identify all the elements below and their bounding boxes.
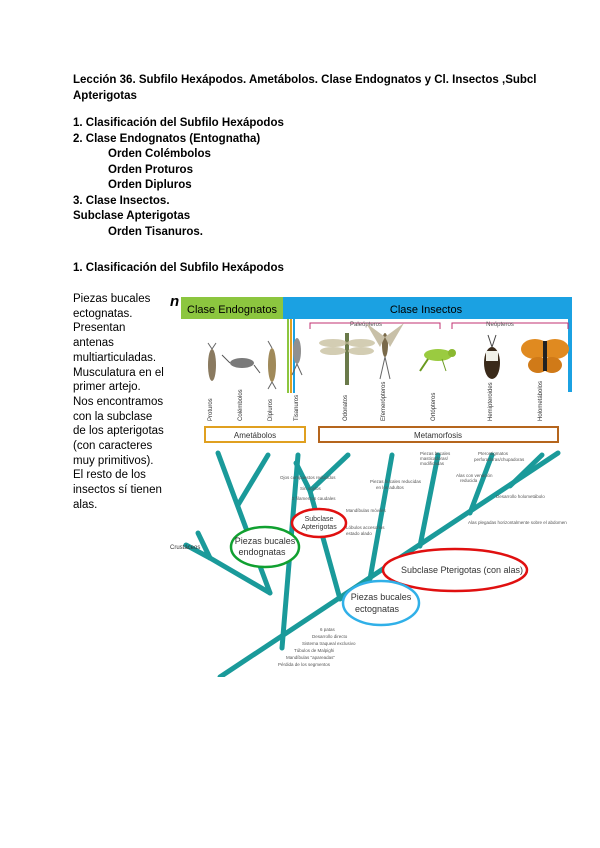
toc-item: 2. Clase Endognatos (Entognatha) — [73, 132, 261, 145]
lesson-title: Lección 36. Subfilo Hexápodos. Ametábolo… — [73, 74, 537, 102]
odonato-icon — [319, 333, 375, 385]
taxon-label: Proturos — [208, 398, 214, 421]
pterigotas-label: Subclase Pterigotas (con alas) — [401, 565, 523, 575]
ectognatas-ellipse — [341, 579, 421, 627]
text-line: (con caracteres — [73, 440, 153, 453]
svg-text:6 patas: 6 patas — [320, 627, 336, 632]
taxon-label: Efemerópteros — [381, 382, 387, 421]
pterigotas-ellipse — [381, 547, 529, 593]
ectognatas-label: Piezas bucales — [351, 592, 412, 602]
side-description: Piezas bucales ectognatas. Presentan ant… — [73, 292, 169, 513]
colembolo-icon — [221, 354, 261, 374]
proturo-icon — [207, 342, 217, 381]
svg-text:Sistema traqueal exclusivo: Sistema traqueal exclusivo — [302, 641, 356, 646]
taxon-label: Colémbolos — [238, 389, 244, 421]
svg-text:masticadoras/: masticadoras/ — [420, 456, 449, 461]
ortoptero-icon — [419, 349, 456, 372]
insectos-header-label: Clase Insectos — [390, 304, 463, 316]
svg-text:Alas con venación: Alas con venación — [456, 473, 493, 478]
toc-item: 3. Clase Insectos. — [73, 194, 170, 207]
svg-text:Mandíbulas "apareadas": Mandíbulas "apareadas" — [286, 655, 335, 660]
text-line: muy primitivos). — [73, 454, 154, 467]
svg-text:perforadoras/chupadoras: perforadoras/chupadoras — [474, 457, 525, 462]
insectos-header-bar — [283, 297, 572, 319]
svg-text:Desarrollo directo: Desarrollo directo — [312, 634, 348, 639]
endognatos-header-label: Clase Endognatos — [187, 304, 277, 316]
text-line: Nos encontramos — [73, 395, 164, 408]
svg-text:3 filamentos caudales: 3 filamentos caudales — [292, 496, 336, 501]
taxon-label: Tisanuros — [294, 395, 300, 421]
svg-text:Ojos compuestos reducidos: Ojos compuestos reducidos — [280, 475, 336, 480]
ectognatas-label: ectognatas — [355, 604, 400, 614]
endognatas-label: Piezas bucales — [235, 536, 296, 546]
taxon-label: Odonatos — [343, 395, 349, 421]
text-line: de los apterigotas — [73, 425, 164, 438]
apterigotas-label: Subclase — [305, 516, 334, 523]
endognatas-label: endognatas — [238, 547, 286, 557]
taxon-label: Hemipteroides — [488, 382, 494, 421]
svg-text:Túbulos de Malpighi: Túbulos de Malpighi — [294, 648, 334, 653]
svg-text:modificadas: modificadas — [420, 461, 445, 466]
crustaceos-label: Crustáceos — [170, 545, 200, 551]
insectos-side-bar — [568, 297, 572, 392]
metamorfosis-label: Metamorfosis — [414, 431, 462, 440]
text-line: El resto de los — [73, 469, 146, 482]
svg-text:Alas plegadas horizontalmente: Alas plegadas horizontalmente sobre el a… — [468, 520, 567, 525]
svg-text:Mandíbulas móviles: Mandíbulas móviles — [346, 508, 387, 513]
text-line: alas. — [73, 498, 98, 511]
apterigotas-label: Apterigotas — [301, 524, 337, 531]
svg-text:estado alado: estado alado — [346, 531, 372, 536]
toc-item: Orden Colémbolos — [108, 148, 211, 160]
svg-text:Piezas bucales: Piezas bucales — [420, 451, 451, 456]
toc-item: 1. Clasificación del Subfilo Hexápodos — [73, 117, 284, 129]
paleopteros-bracket — [309, 322, 441, 329]
text-line: insectos sí tienen — [73, 484, 162, 497]
svg-text:Desarrollo holometábolo: Desarrollo holometábolo — [496, 494, 545, 499]
ametabolos-label: Ametábolos — [234, 431, 276, 440]
hemipteroide-icon — [484, 334, 500, 379]
neopteros-bracket — [451, 322, 569, 329]
taxon-label: Dipluros — [268, 399, 274, 421]
paleopteros-label: Paleópteros — [350, 322, 382, 328]
svg-text:reducida: reducida — [460, 478, 478, 483]
svg-text:Pterostigmatos: Pterostigmatos — [478, 451, 509, 456]
taxon-label: Ortópteros — [431, 393, 437, 421]
text-line: antenas — [73, 337, 114, 350]
toc-item: Orden Proturos — [108, 163, 193, 176]
ametabolos-box — [204, 426, 306, 443]
toc-item: Subclase Apterigotas — [73, 210, 191, 222]
apterigotas-ellipse — [290, 507, 348, 539]
tisanuro-icon — [291, 338, 303, 376]
svg-text:Piezas bucales reducidas: Piezas bucales reducidas — [370, 479, 422, 484]
toc-item: Orden Dipluros — [108, 179, 192, 191]
phylogeny-diagram: n Clase Endognatos Clase Insectos Paleóp… — [170, 293, 572, 680]
text-line: ectognatas. — [73, 307, 133, 320]
dipluro-icon — [267, 340, 277, 390]
toc-item: Orden Tisanuros. — [108, 225, 204, 238]
text-line: Piezas bucales — [73, 293, 151, 305]
endognatos-header-bar — [181, 297, 283, 319]
text-line: Presentan — [73, 322, 126, 335]
text-line: con la subclase — [73, 410, 153, 423]
text-line: multiarticuladas. — [73, 351, 157, 364]
metamorfosis-box — [318, 426, 559, 443]
text-line: primer artejo. — [73, 381, 141, 394]
phylogeny-figure: n Clase Endognatos Clase Insectos Paleóp… — [170, 293, 572, 680]
taxon-label: Holometábolos — [538, 381, 544, 421]
holometabolo-icon — [521, 339, 569, 373]
svg-text:Pérdida de los segmentos: Pérdida de los segmentos — [278, 662, 331, 667]
efemeroptero-icon — [366, 323, 404, 380]
endognatas-ellipse — [229, 525, 301, 569]
neopteros-label: Neópteros — [486, 322, 514, 328]
text-line: Musculatura en el — [73, 366, 164, 379]
svg-text:en los adultos: en los adultos — [376, 485, 405, 490]
tree-notes: Ojos compuestos reducidos Sin ocelos 3 f… — [278, 451, 567, 667]
section-heading: 1. Clasificación del Subfilo Hexápodos — [73, 262, 284, 274]
svg-text:Sin ocelos: Sin ocelos — [300, 486, 322, 491]
svg-text:Lóbulos accesorios: Lóbulos accesorios — [346, 525, 385, 530]
table-of-contents: 1. Clasificación del Subfilo Hexápodos 2… — [73, 116, 284, 240]
corner-glyph: n — [170, 293, 179, 310]
